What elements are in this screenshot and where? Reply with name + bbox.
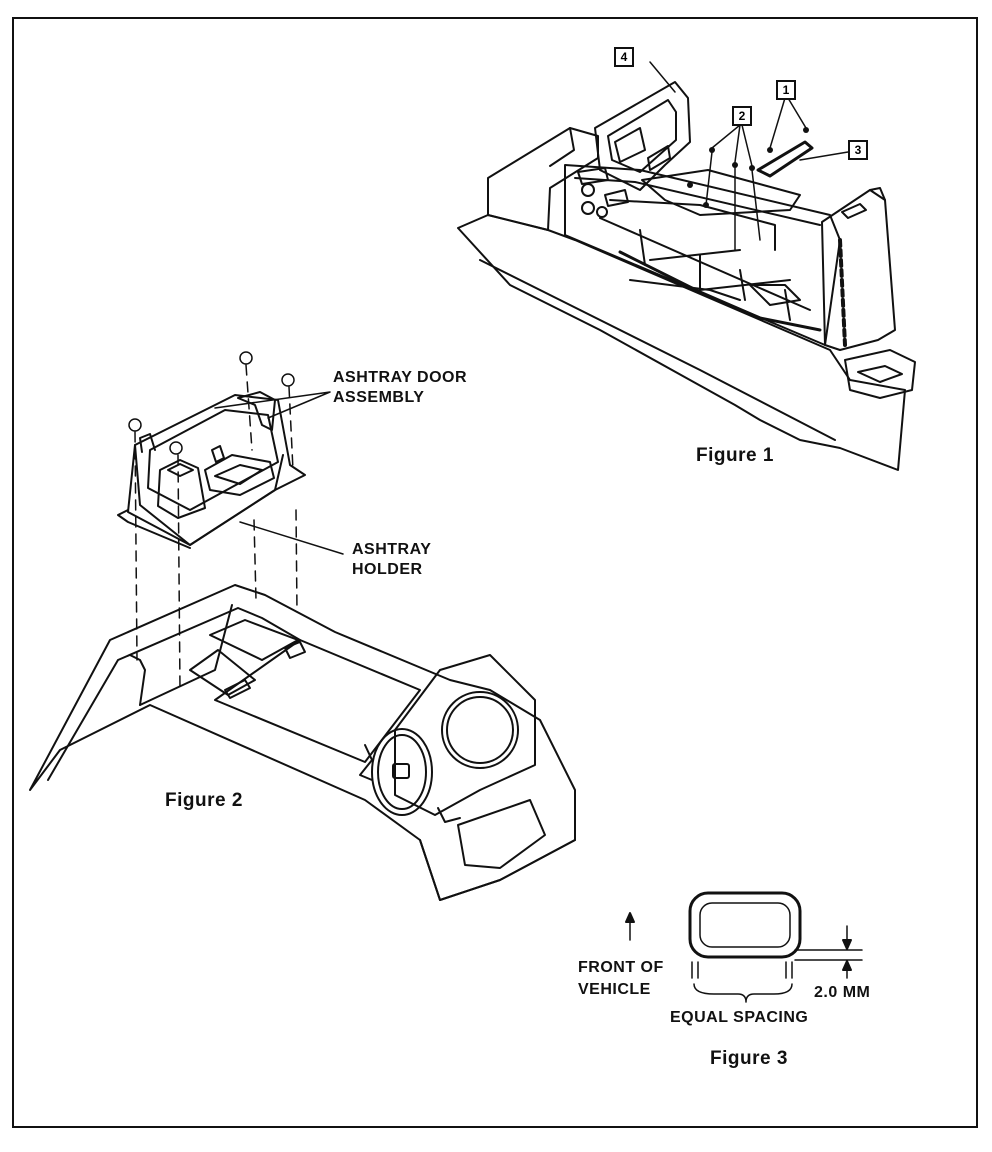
equal-spacing-label: EQUAL SPACING: [670, 1009, 809, 1026]
figure1-caption: Figure 1: [696, 445, 774, 466]
ashtray-door-label-line1: ASHTRAY DOOR: [333, 369, 468, 386]
callout-box-3: 3: [848, 140, 868, 160]
callout-box-4: 4: [614, 47, 634, 67]
figure3-spacing-drawing: [625, 891, 863, 1003]
page-border: [12, 17, 978, 1128]
figure2-caption: Figure 2: [165, 790, 243, 811]
figure3-caption: Figure 3: [710, 1048, 788, 1069]
front-of-vehicle-line1: FRONT OF: [578, 959, 664, 976]
figure2-ashtray-drawing: [29, 351, 576, 901]
front-of-vehicle-line2: VEHICLE: [578, 981, 651, 998]
ashtray-door-label-line2: ASSEMBLY: [333, 389, 425, 406]
ashtray-holder-label-line2: HOLDER: [352, 561, 423, 578]
ashtray-holder-label: ASHTRAY HOLDER: [352, 540, 431, 580]
figure1-console-drawing: [457, 61, 916, 471]
dimension-label: 2.0 MM: [814, 984, 871, 1001]
callout-box-1: 1: [776, 80, 796, 100]
callout-box-2: 2: [732, 106, 752, 126]
front-of-vehicle-label: FRONT OF VEHICLE: [578, 957, 664, 1001]
ashtray-holder-label-line1: ASHTRAY: [352, 541, 432, 558]
ashtray-door-label: ASHTRAY DOOR ASSEMBLY: [333, 368, 467, 408]
